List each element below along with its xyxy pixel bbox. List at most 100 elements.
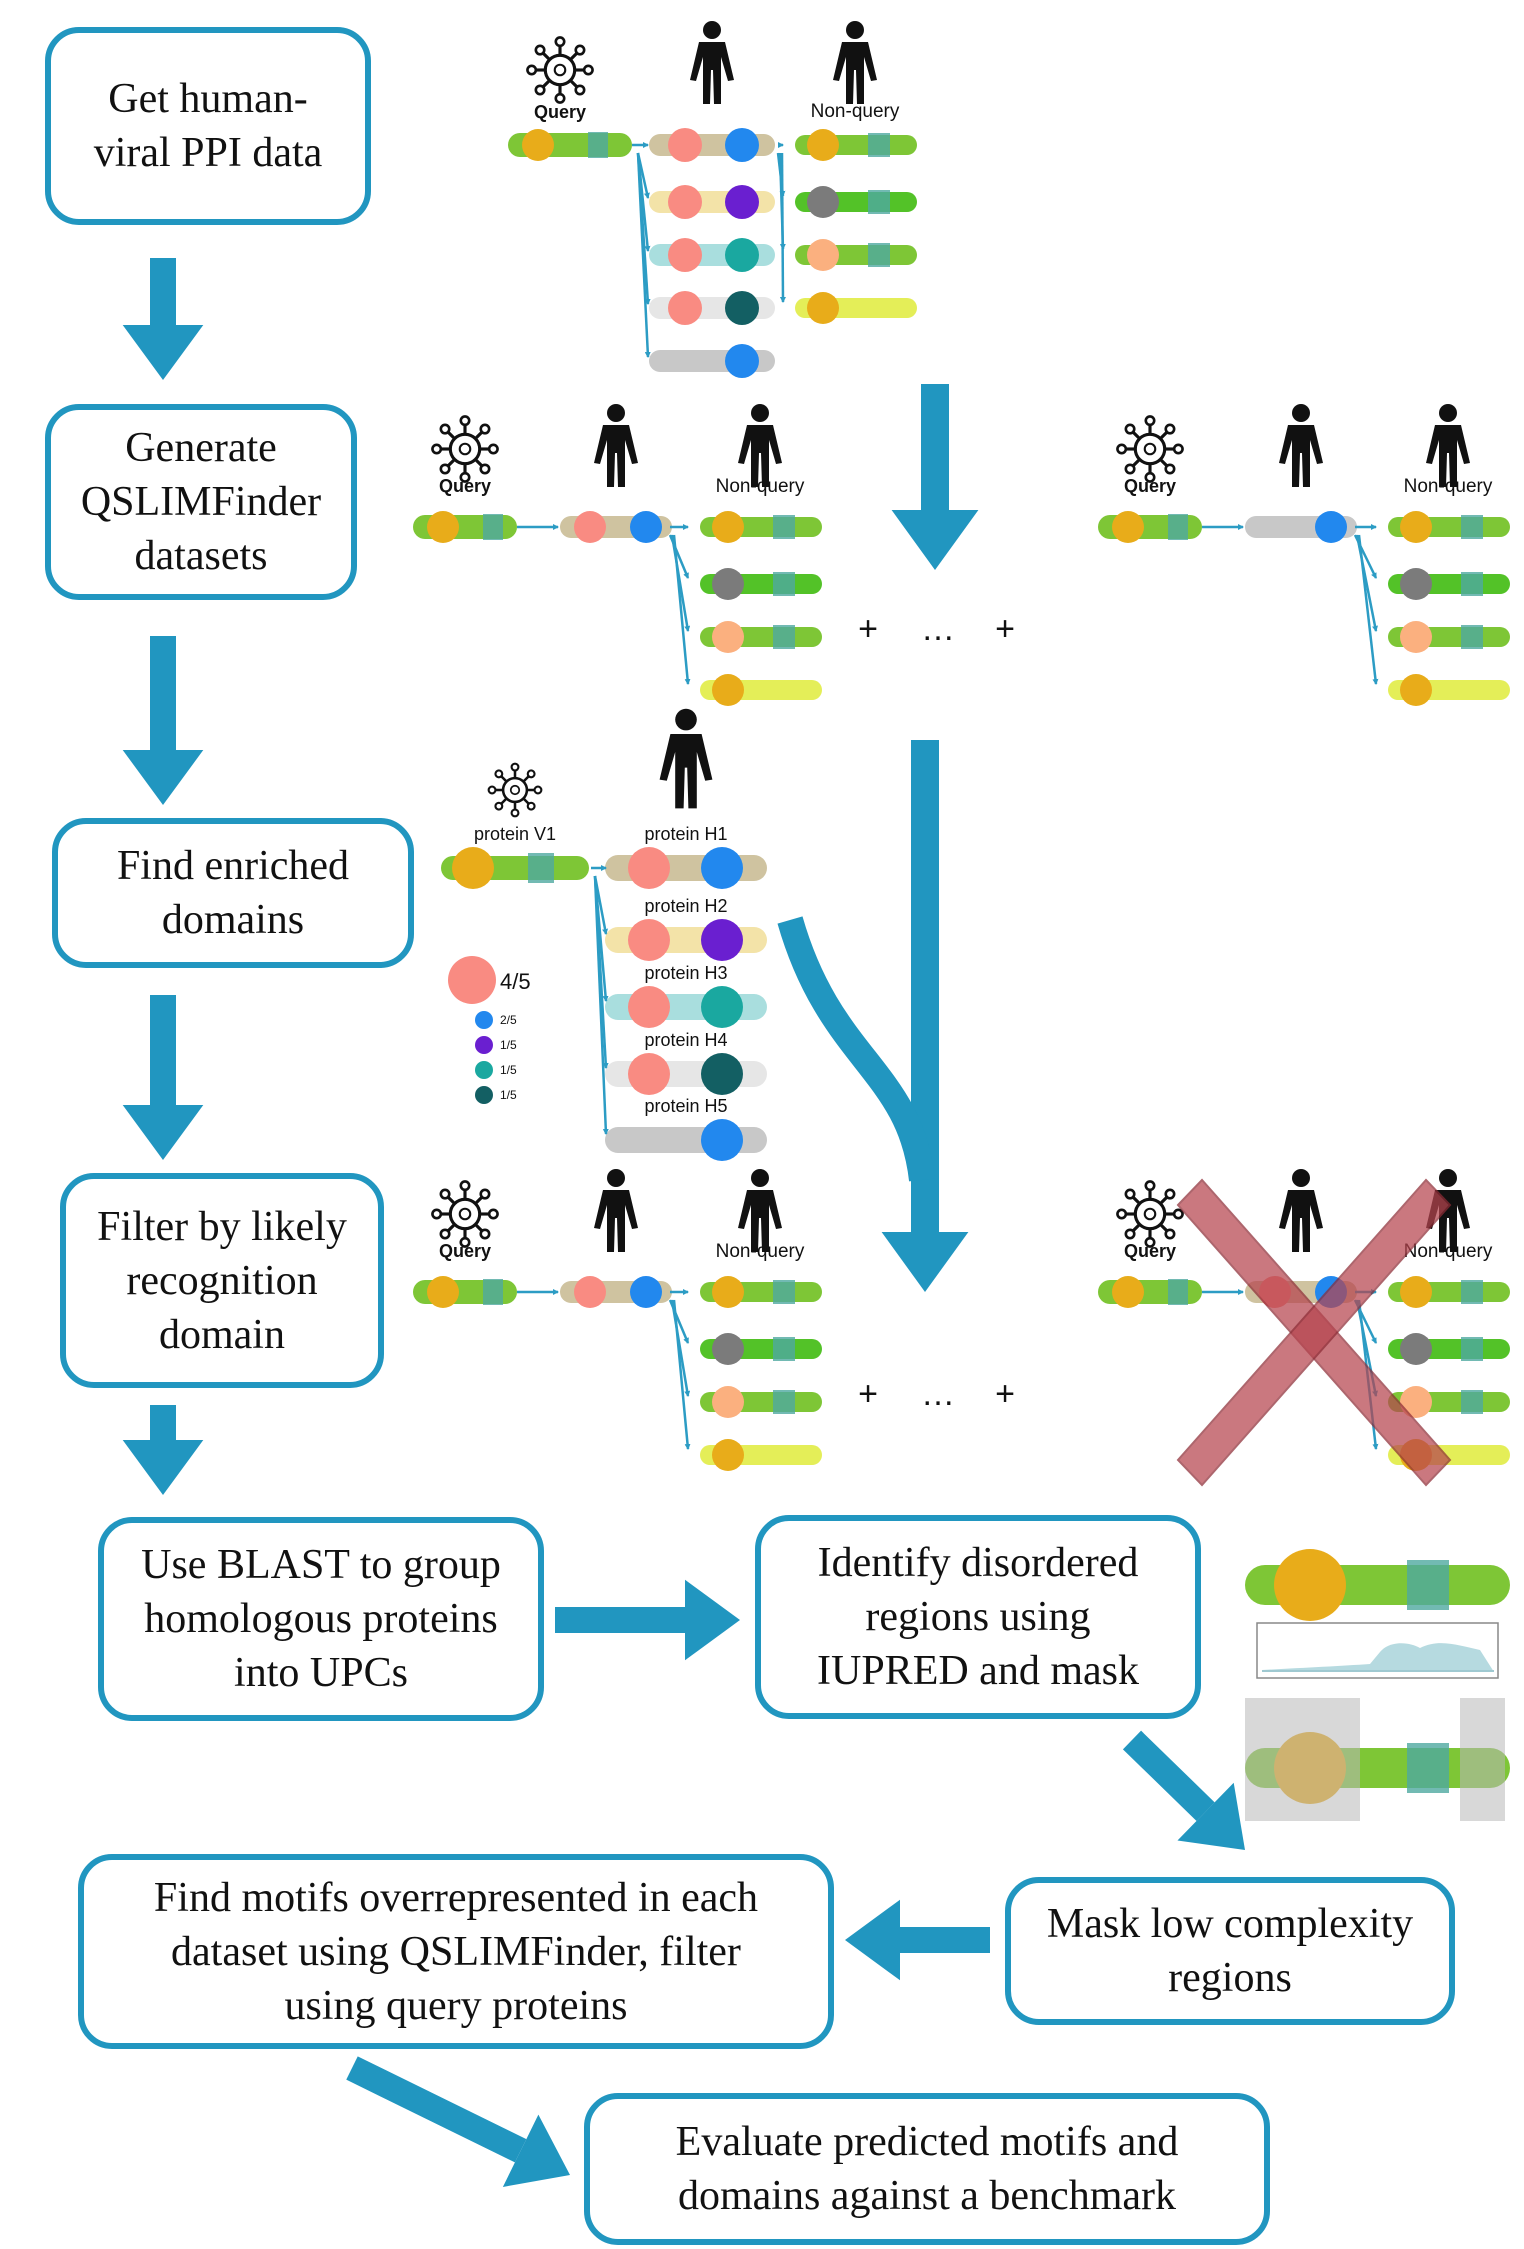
step-find-domains-box: Find enriched domains: [52, 818, 414, 968]
step-filter-domain-box: Filter by likely recognition domain: [60, 1173, 384, 1388]
protein-domain: [628, 847, 670, 889]
motif-block: [1461, 515, 1483, 539]
interaction-arrow: [672, 534, 691, 685]
query-label: Query: [439, 476, 491, 496]
motif-block: [1461, 1337, 1483, 1361]
protein-domain: [712, 621, 744, 653]
legend-value: 1/5: [500, 1088, 517, 1102]
flow-arrow: [346, 2056, 527, 2163]
legend-value: 2/5: [500, 1013, 517, 1027]
interaction-arrow: [593, 875, 609, 1135]
motif-block: [528, 853, 554, 883]
flow-arrow-head: [502, 2114, 570, 2187]
human-icon: [659, 708, 713, 809]
plus-sign: +: [858, 1375, 878, 1413]
protein-domain: [668, 128, 702, 162]
interaction-arrow: [1357, 534, 1379, 685]
protein-domain: [807, 292, 839, 324]
protein-domain: [701, 986, 743, 1028]
query-label: Query: [534, 102, 586, 122]
interaction-arrow: [672, 1299, 691, 1450]
plus-sign: +: [995, 1375, 1015, 1413]
step-generate-datasets-box: Generate QSLIMFinder datasets: [45, 404, 357, 600]
legend-value: 1/5: [500, 1063, 517, 1077]
flow-arrow-head: [122, 750, 204, 805]
human-icon: [738, 1169, 782, 1252]
motif-block: [868, 133, 890, 157]
virus-icon: [525, 35, 595, 105]
legend-dot: [475, 1086, 493, 1104]
step-evaluate-box: Evaluate predicted motifs and domains ag…: [584, 2093, 1270, 2245]
human-icon: [1279, 404, 1323, 487]
protein-domain: [630, 1276, 662, 1308]
protein-domain: [1315, 511, 1347, 543]
step-iupred-box: Identify disordered regions using IUPRED…: [755, 1515, 1201, 1719]
flow-arrow-head: [1177, 1782, 1245, 1850]
protein-domain: [1112, 1276, 1144, 1308]
non-query-label: Non-query: [1404, 1241, 1493, 1262]
flow-arrow-head: [122, 1105, 204, 1160]
protein-domain: [1400, 1333, 1432, 1365]
virus-icon: [1115, 1179, 1185, 1249]
ellipsis: …: [921, 610, 955, 648]
protein-domain: [712, 1333, 744, 1365]
step-mask-low-box: Mask low complexity regions: [1005, 1877, 1455, 2025]
non-query-label: Non-query: [716, 476, 805, 497]
interaction-arrow: [779, 152, 786, 303]
protein-domain: [1400, 511, 1432, 543]
motif-block: [483, 1279, 503, 1305]
virus-icon: [487, 762, 543, 818]
step-blast-box: Use BLAST to group homologous proteins i…: [98, 1517, 544, 1721]
motif-block: [588, 132, 608, 158]
step-generate-datasets-label: Generate QSLIMFinder datasets: [80, 425, 322, 579]
flow-arrow-head: [881, 1232, 969, 1292]
motif-block: [1461, 1280, 1483, 1304]
protein-domain: [712, 568, 744, 600]
motif-block: [1461, 1390, 1483, 1414]
query-label: Query: [1124, 1241, 1176, 1261]
step-filter-domain-label: Filter by likely recognition domain: [97, 1203, 347, 1358]
legend-dot: [448, 956, 496, 1004]
non-query-label: Non-query: [1404, 476, 1493, 497]
mask-overlay: [1245, 1698, 1360, 1821]
non-query-label: Non-query: [811, 101, 900, 122]
human-icon: [594, 1169, 638, 1252]
protein-domain: [807, 129, 839, 161]
cross-icon: [1176, 1178, 1452, 1487]
protein-domain: [712, 674, 744, 706]
protein-domain: [452, 847, 494, 889]
protein-label: protein H5: [644, 1096, 727, 1116]
motif-block: [773, 1337, 795, 1361]
protein-domain: [725, 238, 759, 272]
protein-domain: [427, 511, 459, 543]
protein-domain: [725, 128, 759, 162]
legend-dot: [475, 1011, 493, 1029]
step-find-domains-label: Find enriched domains: [116, 843, 350, 943]
motif-block: [1168, 514, 1188, 540]
human-icon: [1279, 1169, 1323, 1252]
motif-block: [1407, 1743, 1449, 1793]
protein-label: protein H2: [644, 896, 727, 916]
human-icon: [690, 21, 734, 104]
protein-domain: [628, 919, 670, 961]
flow-arrow: [1122, 1730, 1215, 1821]
disorder-curve: [1262, 1643, 1494, 1672]
motif-block: [1168, 1279, 1188, 1305]
protein-v1-label: protein V1: [474, 824, 556, 844]
protein-domain: [712, 1439, 744, 1471]
protein-domain: [807, 239, 839, 271]
legend-value: 4/5: [500, 969, 531, 994]
legend-dot: [475, 1061, 493, 1079]
motif-block: [1407, 1560, 1449, 1610]
flow-arrow-head: [845, 1899, 900, 1981]
virus-icon: [430, 1179, 500, 1249]
motif-block: [773, 1280, 795, 1304]
motif-block: [868, 190, 890, 214]
step-find-motifs-label: Find motifs overrepresented in each data…: [153, 1874, 759, 2029]
protein-domain: [725, 344, 759, 378]
virus-icon: [430, 414, 500, 484]
step-blast-label: Use BLAST to group homologous proteins i…: [141, 1542, 501, 1696]
flow-arrow-head: [122, 325, 204, 380]
protein-domain: [701, 919, 743, 961]
